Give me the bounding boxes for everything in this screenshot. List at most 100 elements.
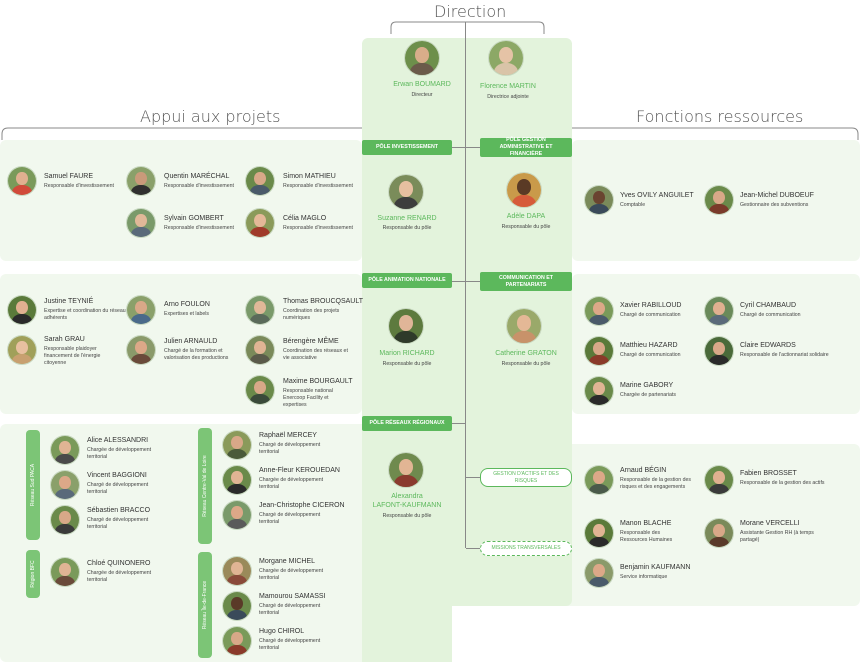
person-role: Coordination des réseaux et vie associat… [283, 348, 348, 362]
person-role: Chargé de développement territorial [259, 442, 321, 456]
person-name-line1: Alexandra [391, 493, 423, 500]
person-name: Suzanne RENARD [377, 215, 437, 222]
avatar [222, 591, 252, 621]
person-name: Alice ALESSANDRI [87, 437, 149, 444]
avatar [704, 296, 734, 326]
person-role: Chargée de développement territorial [87, 570, 152, 584]
person-name: Julien ARNAULD [164, 338, 218, 345]
person-name: Manon BLACHE [620, 520, 672, 527]
direction-title: Direction [434, 2, 507, 21]
person-name: Florence MARTIN [480, 83, 536, 90]
avatar [245, 166, 275, 196]
person-name: Yves OVILY ANGUILET [620, 192, 694, 199]
person-role: Responsable d'investissement [44, 183, 114, 189]
person-name: Sylvain GOMBERT [164, 215, 224, 222]
avatar [245, 295, 275, 325]
person-role: Gestionnaire des subventions [740, 202, 809, 208]
person-name: Vincent BAGGIONI [87, 472, 147, 479]
avatar [245, 375, 275, 405]
person-role: Responsable de l'actionnariat solidaire [740, 352, 829, 358]
person-role: Responsable du pôle [382, 513, 432, 519]
avatar [584, 558, 614, 588]
region-tab-centre: Réseau Centre-Val de Loire [198, 428, 212, 544]
person-role: Chargé de la formation et valorisation d… [164, 348, 229, 362]
region-label: Région BFC [30, 560, 36, 588]
person-name: Thomas BROUCQSAULT [283, 298, 363, 305]
avatar [388, 174, 424, 210]
person-role: Responsable d'investissement [283, 225, 353, 231]
region-label: Réseau Centre-Val de Loire [202, 455, 208, 517]
person-name: Bérengère MÊME [283, 338, 339, 345]
region-label: Réseau Sud PACA [30, 463, 36, 507]
person-role: Responsable du pôle [382, 361, 432, 367]
region-tab-sud-paca: Réseau Sud PACA [26, 430, 40, 540]
avatar [704, 336, 734, 366]
person-name: Sarah GRAU [44, 336, 85, 343]
panel-animation-team [0, 274, 362, 414]
person-name: Marine GABORY [620, 382, 674, 389]
avatar [388, 308, 424, 344]
avatar [584, 296, 614, 326]
avatar [222, 465, 252, 495]
person-name: Claire EDWARDS [740, 342, 796, 349]
person-role: Responsable des Ressources Humaines [620, 530, 673, 544]
connector-h3 [452, 423, 466, 424]
avatar [7, 295, 37, 325]
person-role: Service informatique [620, 574, 668, 580]
person-role: Chargée de développement territorial [259, 568, 324, 582]
person-name: Matthieu HAZARD [620, 342, 678, 349]
avatar [222, 430, 252, 460]
avatar [584, 185, 614, 215]
person-name: Cyril CHAMBAUD [740, 302, 796, 309]
person-name: Arno FOULON [164, 301, 210, 308]
person-role: Chargée de partenariats [620, 392, 676, 398]
avatar [245, 335, 275, 365]
person-role: Responsable du pôle [382, 225, 432, 231]
person-role: Responsable d'investissement [164, 225, 234, 231]
person-role: Expertise et coordination du réseau adhé… [44, 308, 126, 322]
person-name: Jean-Michel DUBOEUF [740, 192, 814, 199]
connector-h5 [466, 548, 480, 549]
person-role: Chargé de développement territorial [259, 603, 321, 617]
pole-missions-label: MISSIONS TRANSVERSALES [480, 541, 572, 556]
avatar [50, 505, 80, 535]
avatar [222, 556, 252, 586]
avatar [584, 376, 614, 406]
person-role: Expertises et labels [164, 311, 209, 317]
person-role: Chargé de développement territorial [259, 512, 321, 526]
person-name-line2: LAFONT-KAUFMANN [372, 502, 442, 509]
avatar [7, 166, 37, 196]
person-role: Responsable d'investissement [164, 183, 234, 189]
connector-h2 [452, 281, 480, 282]
connector-h4 [466, 477, 480, 478]
avatar [584, 336, 614, 366]
person-name: Chloé QUINONERO [87, 560, 151, 567]
person-name: Mamourou SAMASSI [259, 593, 326, 600]
person-name: Arnaud BÉGIN [620, 467, 667, 474]
region-tab-idf: Réseau Île-de-France [198, 552, 212, 658]
avatar [704, 518, 734, 548]
avatar [126, 208, 156, 238]
avatar [222, 626, 252, 656]
pole-reseaux-label: PÔLE RÉSEAUX RÉGIONAUX [362, 416, 452, 431]
person-role: Chargé de communication [620, 312, 681, 318]
avatar [704, 465, 734, 495]
region-tab-bfc: Région BFC [26, 550, 40, 598]
center-band-mid [452, 38, 480, 606]
person-role: Chargé de communication [620, 352, 681, 358]
person-role: Responsable d'investissement [283, 183, 353, 189]
person-name: Catherine GRATON [495, 350, 557, 357]
person-role: Chargé de communication [740, 312, 801, 318]
person-role: Comptable [620, 202, 646, 208]
avatar [704, 185, 734, 215]
person-name: Samuel FAURE [44, 173, 94, 180]
person-role: Responsable national Enercoop Facility e… [283, 388, 333, 409]
pole-animation-label: PÔLE ANIMATION NATIONALE [362, 273, 452, 288]
person-role: Chargée de développement territorial [259, 477, 324, 491]
person-name: Raphaël MERCEY [259, 432, 317, 439]
person-name: Anne-Fleur KEROUEDAN [259, 467, 340, 474]
fonctions-title: Fonctions ressources [636, 107, 804, 126]
person-name: Benjamin KAUFMANN [620, 564, 691, 571]
avatar [404, 40, 440, 76]
avatar [50, 470, 80, 500]
